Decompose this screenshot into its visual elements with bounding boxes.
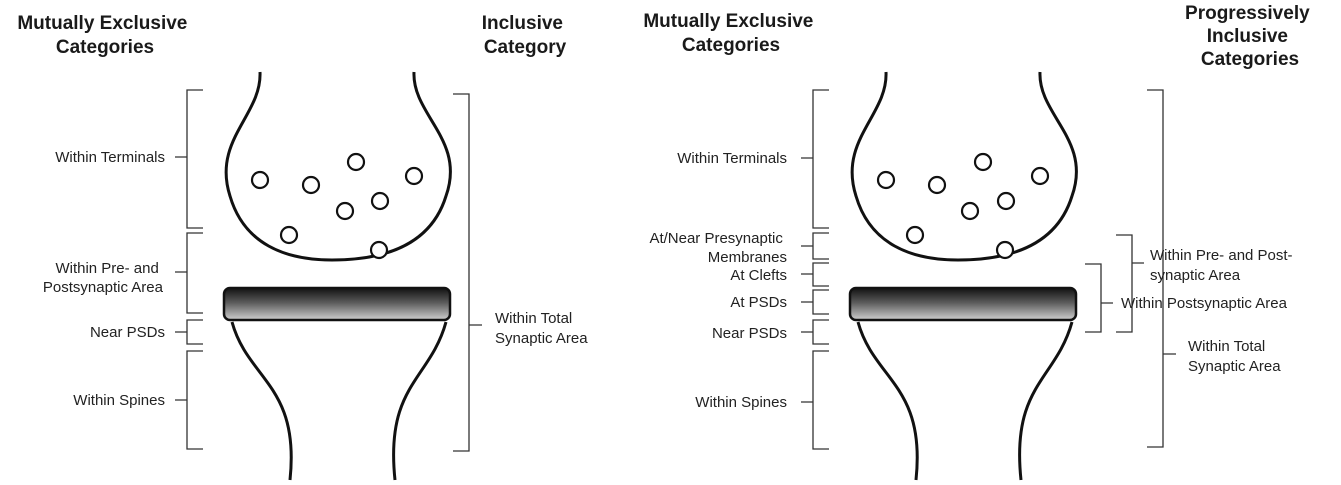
left-terminals-bracket — [175, 90, 203, 228]
left-inclusive-heading-line-1: Inclusive — [482, 13, 563, 34]
left-prepost-label: Within Pre- and Postsynaptic Area — [43, 260, 164, 296]
right-inclusive-heading-line-1: Progressively — [1185, 3, 1310, 24]
right-presyn-membranes-label-line-1: At/Near Presynaptic — [649, 230, 783, 247]
left-total-label: Within Total Synaptic Area — [495, 310, 588, 347]
left-near-psds-bracket — [175, 320, 203, 344]
left-spines-label: Within Spines — [73, 392, 165, 409]
left-prepost-label-line-1: Within Pre- and — [55, 260, 158, 277]
right-vesicle — [907, 227, 923, 243]
right-presynaptic-terminal — [852, 72, 1076, 260]
left-psd — [224, 288, 450, 320]
right-total-label: Within Total Synaptic Area — [1188, 338, 1281, 375]
right-prepost-label-line-1: Within Pre- and Post- — [1150, 247, 1293, 264]
right-near-psds-bracket — [801, 320, 829, 344]
left-terminals-label: Within Terminals — [55, 149, 165, 166]
right-prepost-bracket — [1116, 235, 1144, 332]
right-at-psds-bracket — [801, 290, 829, 314]
left-spine-right-wall — [394, 322, 446, 480]
right-total-label-line-1: Within Total — [1188, 338, 1265, 355]
right-prepost-label-line-2: synaptic Area — [1150, 267, 1241, 284]
right-presyn-membranes-label-line-2: Membranes — [708, 249, 787, 266]
right-vesicle — [998, 193, 1014, 209]
left-exclusive-heading-line-2: Categories — [56, 37, 154, 58]
right-vesicle — [997, 242, 1013, 258]
left-near-psds-label: Near PSDs — [90, 324, 165, 341]
right-inclusive-heading: Progressively Inclusive Categories — [1185, 3, 1315, 70]
right-exclusive-heading-line-1: Mutually Exclusive — [643, 11, 813, 32]
left-vesicle — [348, 154, 364, 170]
left-vesicle — [281, 227, 297, 243]
right-prepost-label: Within Pre- and Post- synaptic Area — [1150, 247, 1297, 284]
right-presyn-membranes-label: At/Near Presynaptic Membranes — [649, 230, 787, 266]
left-panel: Mutually Exclusive Categories Inclusive … — [17, 13, 588, 480]
right-exclusive-heading: Mutually Exclusive Categories — [643, 11, 818, 56]
right-near-psds-label: Near PSDs — [712, 325, 787, 342]
right-spines-bracket — [801, 351, 829, 449]
left-exclusive-heading-line-1: Mutually Exclusive — [17, 13, 187, 34]
right-terminals-bracket — [801, 90, 829, 228]
right-vesicle — [878, 172, 894, 188]
right-psd — [850, 288, 1076, 320]
left-spines-bracket — [175, 351, 203, 449]
right-synapse — [850, 72, 1076, 480]
left-synapse — [224, 72, 450, 480]
left-vesicle — [337, 203, 353, 219]
right-spine-right-wall — [1020, 322, 1072, 480]
left-exclusive-heading: Mutually Exclusive Categories — [17, 13, 192, 58]
left-inclusive-heading-line-2: Category — [484, 37, 567, 58]
left-prepost-bracket — [175, 233, 203, 313]
left-prepost-label-line-2: Postsynaptic Area — [43, 279, 164, 296]
right-clefts-label: At Clefts — [730, 267, 787, 284]
left-spine-left-wall — [232, 322, 291, 480]
left-vesicle — [252, 172, 268, 188]
left-vesicle — [406, 168, 422, 184]
left-inclusive-heading: Inclusive Category — [482, 13, 569, 58]
right-vesicle — [929, 177, 945, 193]
left-vesicle — [371, 242, 387, 258]
left-presynaptic-terminal — [226, 72, 450, 260]
right-postsynaptic-bracket — [1085, 264, 1113, 332]
right-inclusive-heading-line-3: Categories — [1201, 49, 1299, 70]
right-panel: Mutually Exclusive Categories Progressiv… — [643, 3, 1315, 480]
right-vesicle — [975, 154, 991, 170]
right-spines-label: Within Spines — [695, 394, 787, 411]
right-terminals-label: Within Terminals — [677, 150, 787, 167]
left-total-bracket — [453, 94, 482, 451]
right-spine-left-wall — [858, 322, 917, 480]
right-at-psds-label: At PSDs — [730, 294, 787, 311]
right-vesicle — [962, 203, 978, 219]
left-total-label-line-2: Synaptic Area — [495, 330, 588, 347]
left-total-label-line-1: Within Total — [495, 310, 572, 327]
left-vesicle — [372, 193, 388, 209]
right-presyn-membranes-bracket — [801, 233, 829, 259]
right-exclusive-heading-line-2: Categories — [682, 35, 780, 56]
right-clefts-bracket — [801, 263, 829, 286]
left-vesicle — [303, 177, 319, 193]
right-vesicle — [1032, 168, 1048, 184]
right-total-label-line-2: Synaptic Area — [1188, 358, 1281, 375]
right-inclusive-heading-line-2: Inclusive — [1207, 26, 1288, 47]
right-postsynaptic-label: Within Postsynaptic Area — [1121, 295, 1288, 312]
